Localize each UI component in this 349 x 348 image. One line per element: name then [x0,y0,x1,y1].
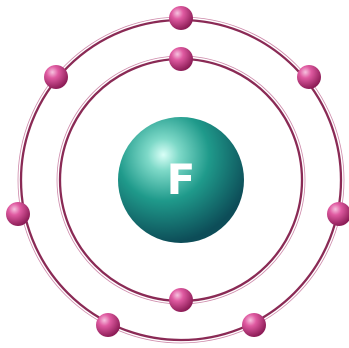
nucleus-symbol: F [167,155,196,204]
electron-outer-lower-right [242,313,266,337]
electron-outer-left [6,202,30,226]
electrons [6,6,349,337]
electron-outer-upper-left [44,65,68,89]
nucleus: F [118,117,244,243]
nucleus-sphere [118,117,244,243]
electron-inner-top [169,47,193,71]
electron-outer-top [169,6,193,30]
electron-outer-lower-left [96,313,120,337]
electron-inner-bottom [169,288,193,312]
electron-outer-right [327,202,349,226]
electron-outer-upper-right [297,65,321,89]
